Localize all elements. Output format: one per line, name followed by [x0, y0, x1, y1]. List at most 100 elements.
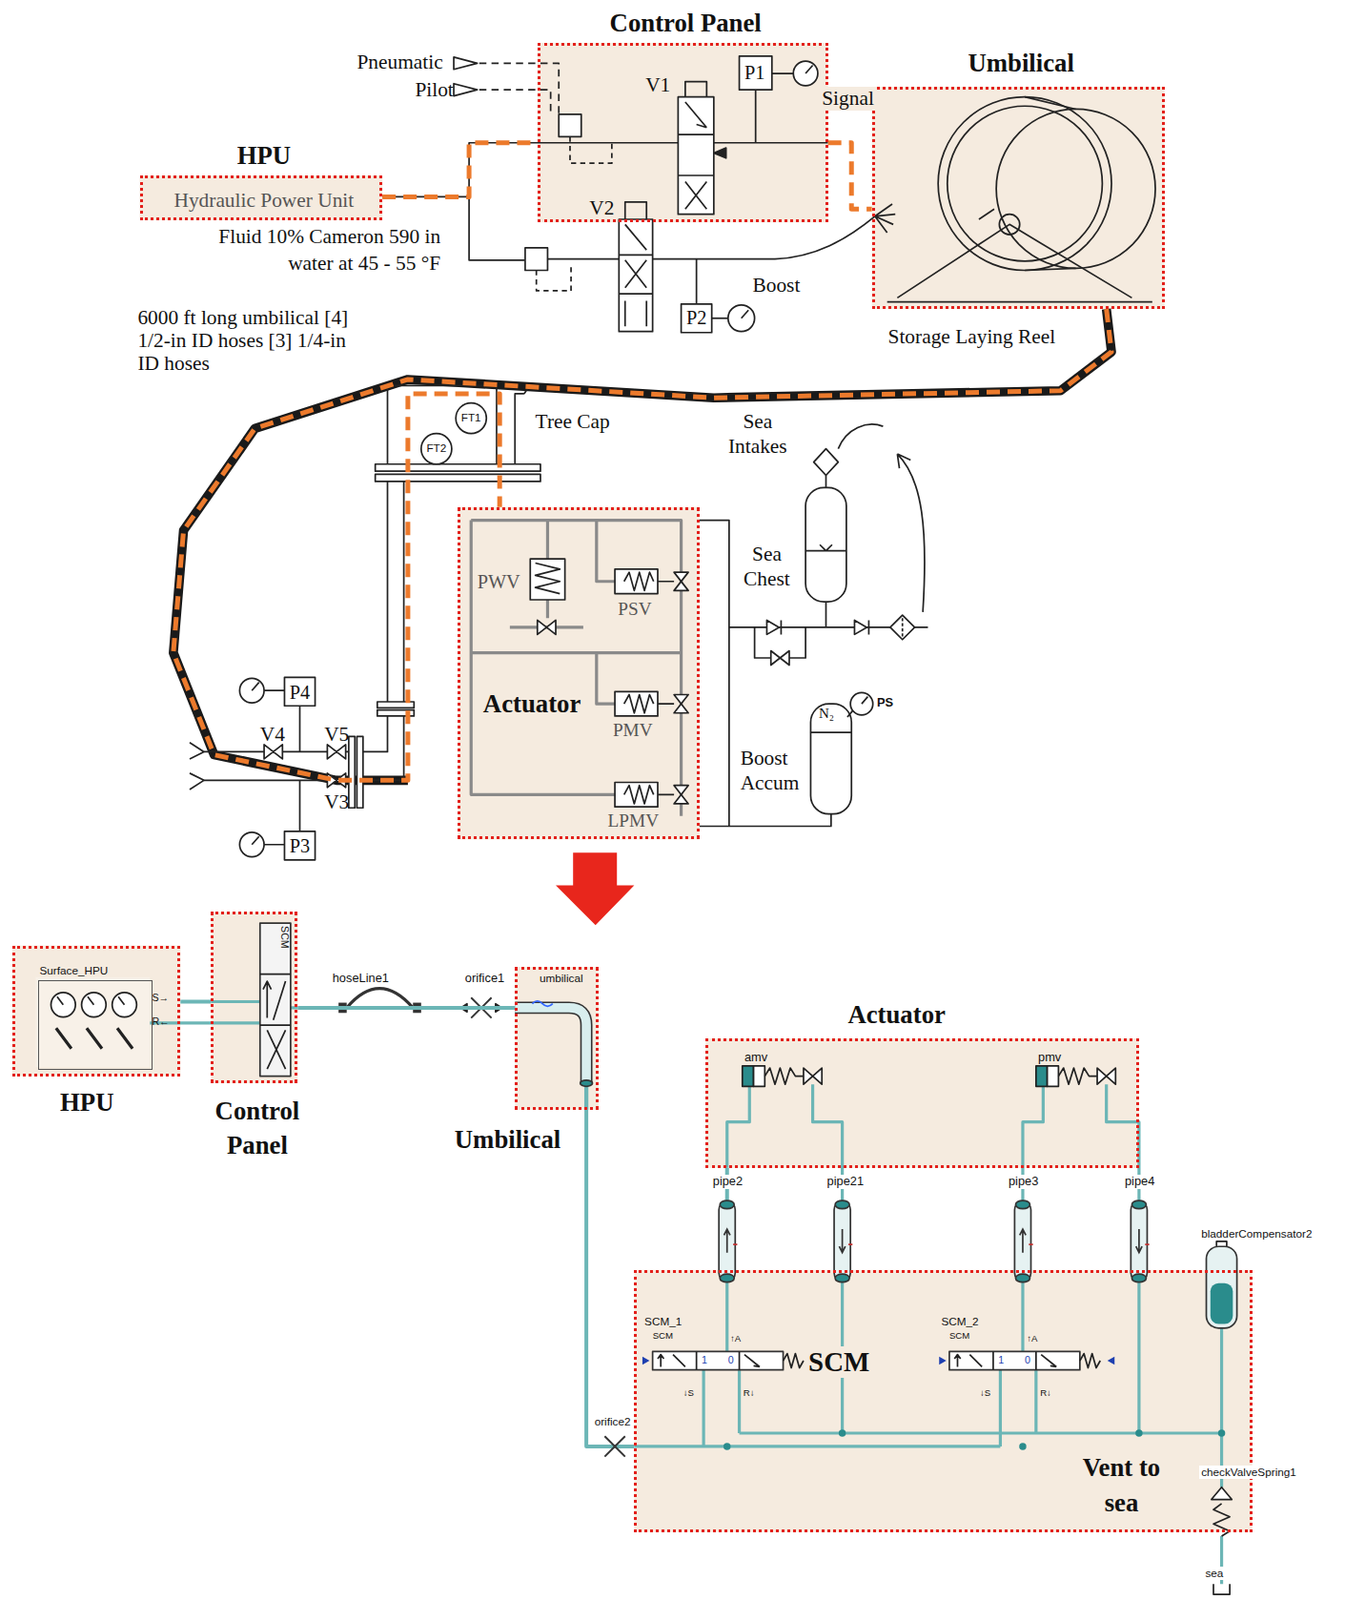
illustration-part — [764, 1067, 804, 1084]
orifice-symbol — [604, 1435, 625, 1456]
hydraulic-line — [297, 1005, 515, 1010]
region-title: Umbilical — [875, 48, 1168, 79]
illustration-part — [673, 571, 689, 804]
region-title: HPU — [142, 141, 387, 171]
scm-lines — [633, 1281, 1225, 1585]
hydraulic-route — [828, 142, 873, 210]
hpu-component: Surface_HPU — [38, 979, 153, 1070]
illustration-part — [938, 1350, 1115, 1369]
illustration-part — [754, 627, 806, 658]
illustration-part — [625, 202, 647, 220]
illustration-part — [239, 832, 265, 857]
illustration-part — [1211, 1487, 1232, 1500]
umbilical-note: 6000 ft long umbilical [4] 1/2-in ID hos… — [137, 305, 357, 375]
illustration-part — [535, 563, 561, 594]
illustration-part — [633, 1281, 1222, 1585]
port-label: R↓ — [743, 1386, 755, 1398]
region-title: HPU — [2, 1087, 172, 1118]
region-title: Control Panel — [540, 8, 832, 39]
illustration-part — [949, 1350, 1081, 1369]
illustration-part — [525, 247, 549, 271]
component-type: SCM — [949, 1329, 970, 1341]
illustration-part — [260, 922, 291, 1076]
pipe-symbols-part — [514, 1007, 587, 1083]
illustration-part — [805, 64, 813, 74]
illustration-part — [741, 309, 749, 319]
component-name: pipe3 — [1006, 1174, 1040, 1189]
fluid-note: Fluid 10% Cameron 590 in water at 45 - 5… — [185, 224, 441, 277]
illustration-part — [1206, 1245, 1238, 1328]
illustration-part — [348, 735, 355, 808]
illustration-part — [618, 224, 653, 327]
illustration-part — [529, 558, 565, 600]
component-name: bladderCompensator2 — [1201, 1226, 1312, 1241]
illustration-part — [805, 487, 847, 602]
region-fill — [12, 42, 1253, 1532]
illustration-part — [681, 304, 713, 333]
umbilical-symbol — [514, 1000, 592, 1086]
illustration-part — [251, 682, 259, 692]
transform-arrow — [555, 852, 634, 925]
component-name: amv — [744, 1050, 768, 1065]
port-label: S→ — [151, 991, 169, 1003]
illustration-part — [652, 1350, 784, 1369]
illustration-part — [699, 475, 929, 827]
illustration-part — [264, 779, 300, 844]
illustration-part — [766, 619, 869, 634]
illustration-part — [537, 42, 829, 223]
illustration-part — [771, 651, 790, 666]
illustration-part — [739, 56, 773, 90]
illustration-part — [1097, 1067, 1116, 1084]
port-label: ↓S — [979, 1386, 991, 1398]
illustration-part — [810, 731, 852, 734]
illustration-part — [947, 105, 1103, 262]
component-name: orifice2 — [594, 1414, 632, 1428]
actuator-drawing — [470, 520, 689, 816]
pipe-symbols-part — [733, 1243, 1149, 1245]
illustration-part — [1135, 1428, 1142, 1436]
region-note: Vent to sea — [1065, 1449, 1179, 1522]
illustration-part — [421, 433, 452, 465]
illustration-part — [189, 742, 204, 790]
illustration-part — [657, 1350, 760, 1369]
illustration-part — [685, 81, 707, 98]
illustration-part — [260, 974, 291, 1069]
hpu-region: HPUSurface_HPU — [12, 945, 182, 1077]
illustration-part — [375, 473, 541, 481]
region-note: Storage Laying Reel — [888, 325, 1057, 349]
illustration-part — [624, 693, 654, 713]
port-label: R↓ — [1039, 1386, 1052, 1398]
component-name: pmv — [1038, 1050, 1061, 1065]
gauge-tag: P4 — [289, 681, 310, 704]
hydraulic-line — [586, 1109, 634, 1447]
hpu-label-box: Hydraulic Power Unit — [142, 178, 387, 224]
umbilical-cable — [173, 308, 1112, 780]
illustration-part — [805, 544, 847, 551]
scm-region: SCM Vent to sea — [633, 1269, 1252, 1532]
illustration-part — [1218, 1428, 1225, 1436]
illustration-part — [723, 1442, 731, 1449]
illustration-part — [727, 1083, 1140, 1202]
pipe-symbols-part — [531, 1000, 552, 1006]
pipe-symbols-part — [724, 1228, 1143, 1253]
component-name: hoseLine1 — [332, 971, 389, 986]
gas-tag: N₂ — [818, 705, 835, 722]
signal-name: Signal — [819, 86, 877, 111]
region-title: SCM — [806, 1345, 872, 1378]
illustration-part — [783, 1353, 804, 1368]
valve-label: V5 — [324, 722, 349, 747]
illustration-part — [1024, 97, 1076, 271]
pipe-symbols — [514, 1000, 1149, 1457]
illustration-part — [284, 676, 315, 706]
illustration-part — [457, 507, 700, 840]
illustration-part — [803, 1067, 822, 1084]
pipe-symbols-part — [835, 1200, 850, 1209]
actuator-region: Actuator — [705, 1038, 1140, 1168]
illustration-part — [937, 97, 1112, 271]
illustration-part — [652, 216, 876, 305]
part-label: Boost Accum — [740, 746, 813, 795]
illustration-part — [12, 945, 182, 1077]
illustration-part — [453, 57, 478, 97]
